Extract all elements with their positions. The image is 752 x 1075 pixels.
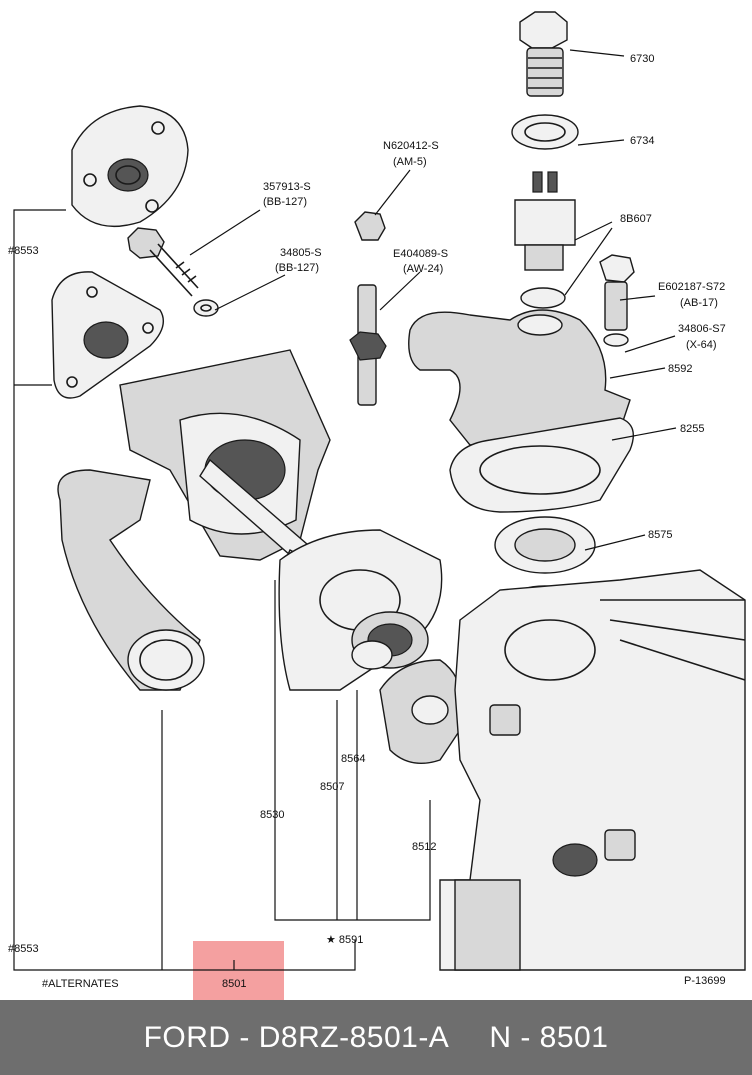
figure-reference: P-13699 bbox=[684, 975, 726, 987]
label-8512: 8512 bbox=[412, 841, 436, 853]
label-n620412: N620412-S bbox=[383, 140, 439, 152]
upper-flange-plate bbox=[71, 105, 189, 228]
sending-unit-8b607 bbox=[514, 171, 576, 309]
bolt-357913 bbox=[127, 227, 199, 297]
bolt-6730 bbox=[519, 11, 568, 97]
label-8591: ★ 8591 bbox=[326, 934, 363, 946]
label-34805: 34805-S bbox=[280, 247, 322, 259]
label-6734: 6734 bbox=[630, 135, 654, 147]
label-8592: 8592 bbox=[668, 363, 692, 375]
footer-part-code: FORD - D8RZ-8501-A bbox=[143, 1020, 450, 1054]
label-8564: 8564 bbox=[341, 753, 365, 765]
thermostat-8575 bbox=[494, 516, 596, 611]
label-8501: 8501 bbox=[222, 978, 246, 990]
label-8553-top: #8553 bbox=[8, 245, 39, 257]
label-ab17: (AB-17) bbox=[680, 297, 718, 309]
label-8b607: 8B607 bbox=[620, 213, 652, 225]
bolt-e602187 bbox=[599, 254, 635, 347]
washer-6734 bbox=[511, 114, 579, 150]
label-357913: 357913-S bbox=[263, 181, 311, 193]
label-bb127-b: (BB-127) bbox=[275, 262, 319, 274]
label-8507: 8507 bbox=[320, 781, 344, 793]
gasket-8255 bbox=[449, 417, 634, 513]
washer-34805 bbox=[193, 299, 219, 317]
thermostat-housing-8592 bbox=[408, 309, 631, 446]
label-8553-bottom: #8553 bbox=[8, 943, 39, 955]
label-34806: 34806-S7 bbox=[678, 323, 726, 335]
gasket-8553 bbox=[51, 271, 164, 399]
impeller-8512 bbox=[379, 659, 464, 764]
label-8255: 8255 bbox=[680, 423, 704, 435]
exploded-parts-diagram: 6730 6734 N620412-S (AM-5) 357913-S (BB-… bbox=[8, 11, 746, 990]
label-e404089: E404089-S bbox=[393, 248, 448, 260]
leader-lines bbox=[13, 49, 677, 971]
part-number-footer: FORD - D8RZ-8501-A N - 8501 bbox=[0, 1000, 752, 1075]
water-pump-housing bbox=[57, 349, 331, 691]
label-am5: (AM-5) bbox=[393, 156, 427, 168]
footer-part-ref: N - 8501 bbox=[489, 1020, 609, 1054]
stud-e404089 bbox=[349, 211, 387, 406]
label-x64: (X-64) bbox=[686, 339, 717, 351]
label-8530: 8530 bbox=[260, 809, 284, 821]
engine-block bbox=[439, 569, 746, 971]
label-6730: 6730 bbox=[630, 53, 654, 65]
label-bb127-a: (BB-127) bbox=[263, 196, 307, 208]
label-e602187: E602187-S72 bbox=[658, 281, 725, 293]
seal-assembly-8564 bbox=[351, 611, 429, 670]
label-alternates: #ALTERNATES bbox=[42, 978, 119, 990]
label-aw24: (AW-24) bbox=[403, 263, 443, 275]
label-8575: 8575 bbox=[648, 529, 672, 541]
